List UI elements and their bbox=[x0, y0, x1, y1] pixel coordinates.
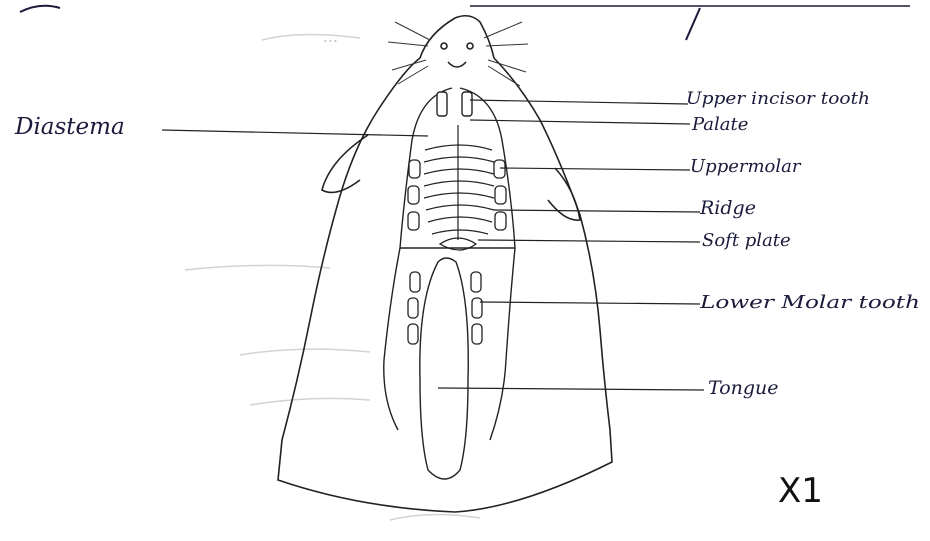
leader-diastema bbox=[162, 130, 428, 136]
label-upper-incisor: Upper incisor tooth bbox=[686, 89, 870, 109]
label-palate: Palate bbox=[691, 114, 748, 135]
whiskers bbox=[388, 22, 528, 86]
magnification-label: X1 bbox=[778, 471, 823, 511]
upper-incisors bbox=[437, 92, 472, 116]
leader-lines bbox=[162, 100, 704, 390]
label-soft-palate: Soft plate bbox=[702, 230, 791, 251]
labels: Diastema Upper incisor tooth Palate Uppe… bbox=[14, 89, 920, 399]
label-lower-molar: Lower Molar tooth bbox=[699, 292, 920, 313]
ears bbox=[322, 135, 580, 220]
leader-tongue bbox=[438, 388, 704, 390]
lower-molars bbox=[408, 272, 482, 344]
leader-palate bbox=[470, 120, 690, 124]
label-tongue: Tongue bbox=[708, 377, 779, 399]
label-ridge: Ridge bbox=[699, 197, 756, 219]
leader-soft-palate bbox=[478, 240, 700, 242]
leader-lower-molar bbox=[480, 302, 700, 304]
leader-ridge bbox=[494, 210, 700, 212]
label-diastema: Diastema bbox=[14, 114, 125, 140]
top-heading-remnant bbox=[20, 6, 910, 40]
mouth-cavity bbox=[384, 88, 515, 440]
label-upper-molar: Uppermolar bbox=[690, 156, 802, 177]
palate-ridges bbox=[424, 125, 494, 240]
leader-upper-incisor bbox=[470, 100, 688, 104]
show-through-ghost-text: ... bbox=[185, 34, 480, 520]
leader-upper-molar bbox=[500, 168, 690, 170]
upper-molars bbox=[408, 160, 506, 230]
tongue bbox=[420, 258, 468, 479]
svg-text:...: ... bbox=[323, 36, 338, 55]
